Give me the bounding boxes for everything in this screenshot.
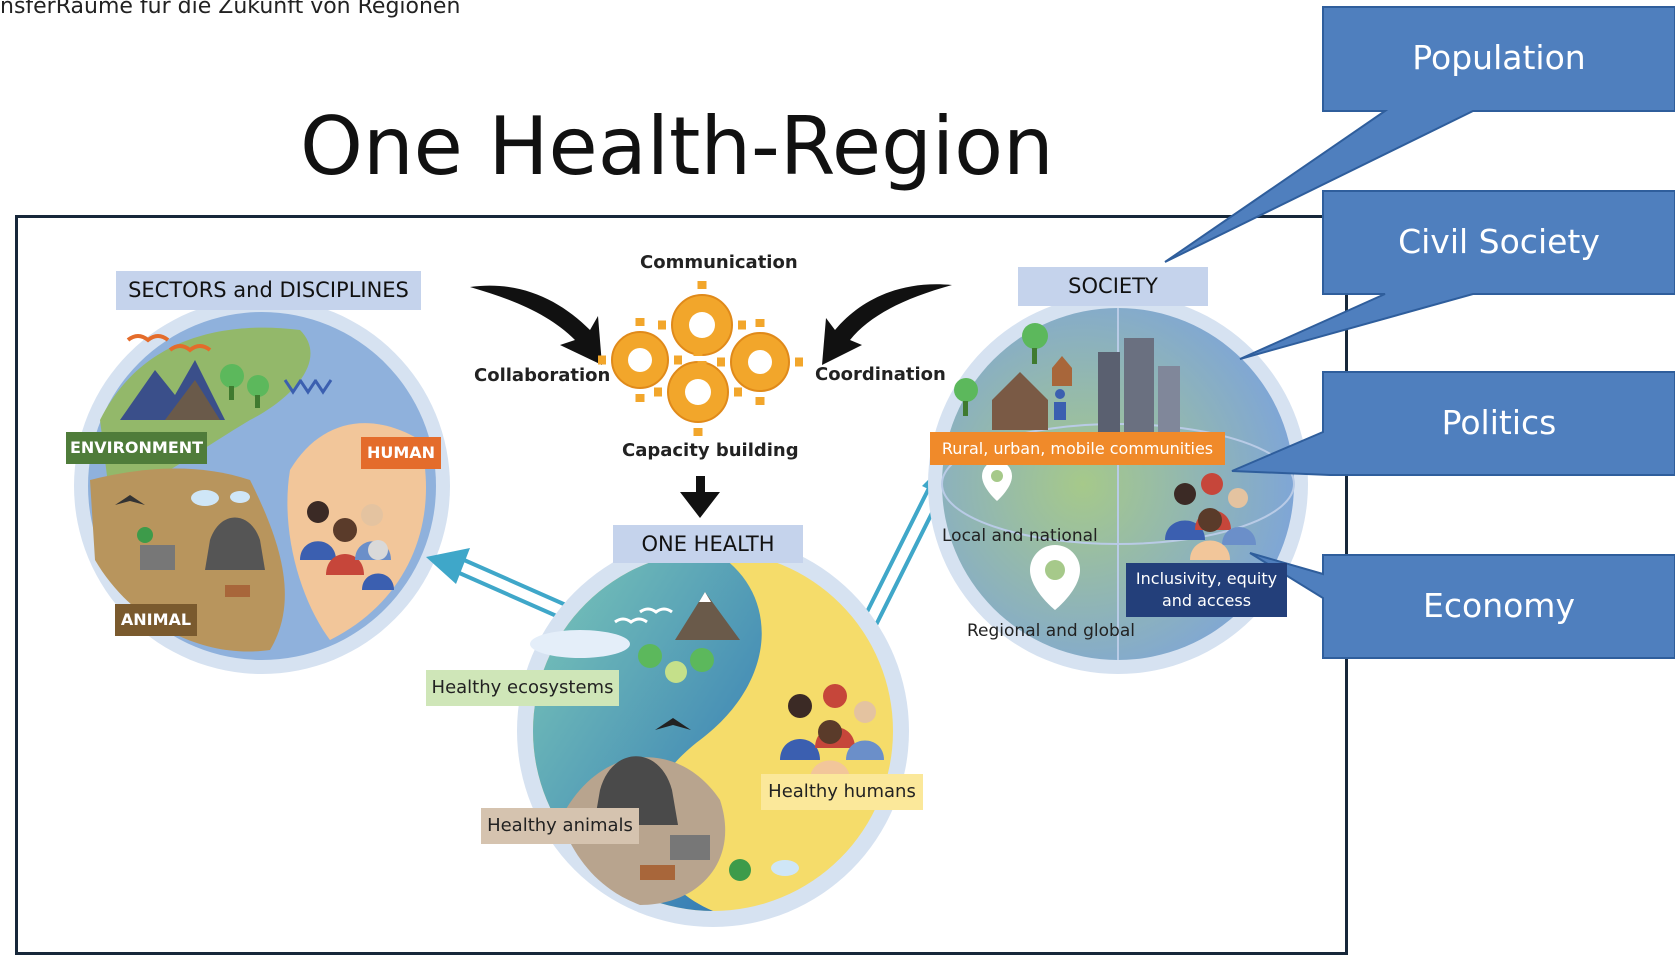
header-text: nsferRäume für die Zukunft von Regionen xyxy=(0,0,461,19)
collaboration-label: Collaboration xyxy=(474,365,611,386)
gorilla-icon xyxy=(205,517,265,570)
capacity-building-label: Capacity building xyxy=(622,440,799,461)
regional-global-label: Regional and global xyxy=(967,621,1135,641)
location-pin-icon xyxy=(1030,545,1080,610)
dog-icon xyxy=(640,865,675,880)
fish-icon xyxy=(771,860,799,876)
one-health-circle xyxy=(517,535,909,927)
house-icon xyxy=(992,372,1048,430)
callout-shapes xyxy=(1164,6,1675,659)
callout-politics: Politics xyxy=(1441,403,1557,442)
gorilla-icon xyxy=(594,756,678,825)
communication-label: Communication xyxy=(640,252,798,273)
mountain-icon xyxy=(675,592,740,640)
sectors-title: SECTORS and DISCIPLINES xyxy=(116,271,421,310)
callout-civil-society: Civil Society xyxy=(1398,222,1600,261)
dog-icon xyxy=(225,585,250,597)
bat-icon xyxy=(115,495,145,505)
human-group-icon xyxy=(1165,473,1256,560)
society-title: SOCIETY xyxy=(1018,267,1208,306)
city-icon xyxy=(1098,352,1120,432)
human-label: HUMAN xyxy=(361,437,441,469)
healthy-humans-label: Healthy humans xyxy=(761,774,923,810)
chicken-icon xyxy=(729,859,751,881)
tree-icon xyxy=(1022,323,1048,349)
callout-population: Population xyxy=(1412,38,1586,77)
human-group-icon xyxy=(300,501,394,590)
goat-icon xyxy=(140,545,175,570)
bat-icon xyxy=(655,718,691,730)
location-pin-icon xyxy=(982,461,1012,501)
coordination-label: Coordination xyxy=(815,364,946,385)
chicken-icon xyxy=(137,527,153,543)
gears-icon xyxy=(598,281,803,436)
one-health-title: ONE HEALTH xyxy=(613,525,803,563)
callout-economy: Economy xyxy=(1423,586,1575,625)
inclusivity-label: Inclusivity, equity and access xyxy=(1126,563,1287,617)
inclusivity-line-1: Inclusivity, equity xyxy=(1135,569,1278,588)
healthy-animals-label: Healthy animals xyxy=(481,808,639,844)
coordination-arrows xyxy=(470,284,952,518)
communities-label: Rural, urban, mobile communities xyxy=(930,432,1225,465)
tree-icon xyxy=(220,364,244,388)
inclusivity-line-2: and access xyxy=(1161,591,1252,610)
slide-title: One Health-Region xyxy=(300,100,1054,193)
society-circle xyxy=(928,294,1308,674)
healthy-ecosystems-label: Healthy ecosystems xyxy=(426,670,619,706)
local-national-label: Local and national xyxy=(942,526,1098,546)
goat-icon xyxy=(670,835,710,860)
environment-label: ENVIRONMENT xyxy=(66,432,207,464)
bird-icon xyxy=(126,334,170,343)
animal-label: ANIMAL xyxy=(115,604,197,636)
